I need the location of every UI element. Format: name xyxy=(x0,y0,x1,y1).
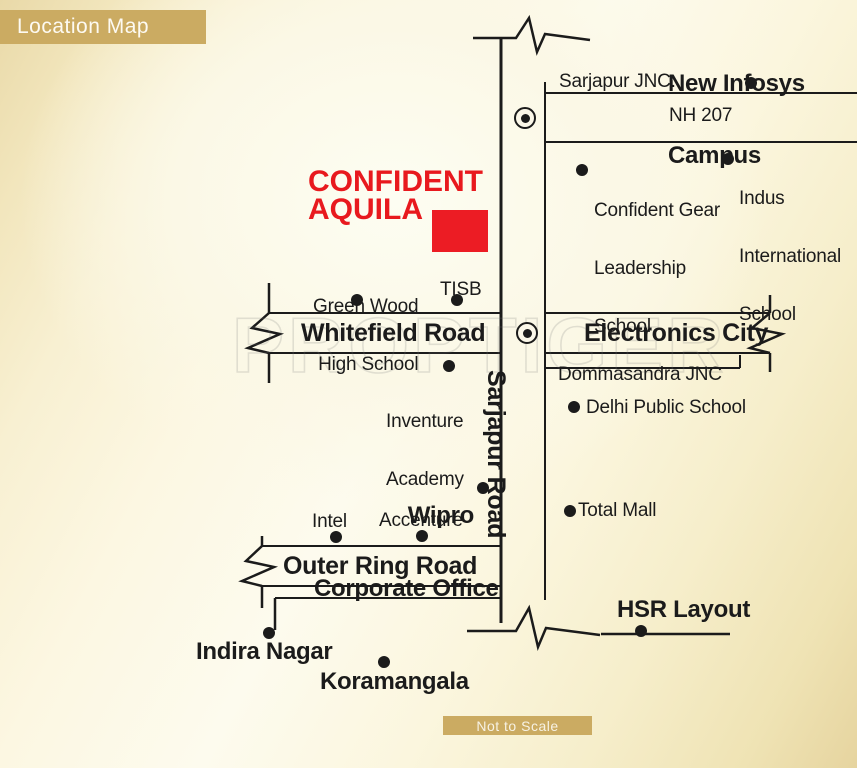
label-nh-207: NH 207 xyxy=(669,105,733,126)
label-inventure-academy: Inventure Academy xyxy=(386,410,464,490)
dot-hsr-layout xyxy=(635,625,647,637)
dot-intel xyxy=(330,531,342,543)
dot-green-wood-high-school xyxy=(351,294,363,306)
label-accenture: Accenture xyxy=(379,510,463,531)
label-outer-ring-road: Outer Ring Road xyxy=(283,552,478,580)
label-dommasandra-jnc: Dommasandra JNC xyxy=(558,364,722,385)
dot-confident-gear-school xyxy=(576,164,588,176)
label-koramangala: Koramangala xyxy=(320,668,469,695)
label-indus-international-school: Indus International School xyxy=(739,187,841,325)
dot-indira-nagar xyxy=(263,627,275,639)
dot-koramangala xyxy=(378,656,390,668)
label-confident-gear-leadership-school: Confident Gear Leadership School xyxy=(594,199,721,337)
junction-marker-whitefield-sarjapur xyxy=(516,322,538,344)
label-whitefield-road: Whitefield Road xyxy=(301,319,486,347)
label-green-wood-high-school: Green Wood High School xyxy=(313,295,419,375)
label-sarjapur-road: Sarjapur Road xyxy=(482,370,510,539)
dot-indus-international-school xyxy=(722,153,734,165)
label-indira-nagar: Indira Nagar xyxy=(196,638,333,665)
label-new-infosys-campus: New Infosys Campus xyxy=(668,70,805,169)
dot-tisb xyxy=(451,294,463,306)
dot-total-mall xyxy=(564,505,576,517)
dot-inventure-academy xyxy=(443,360,455,372)
not-to-scale-banner: Not to Scale xyxy=(443,716,592,735)
project-name-line1: CONFIDENT xyxy=(308,165,483,198)
junction-marker-sarjapur-nh207 xyxy=(514,107,536,129)
label-electronics-city: Electronics City xyxy=(584,319,769,347)
dot-new-infosys-campus xyxy=(745,77,757,89)
label-hsr-layout: HSR Layout xyxy=(617,596,751,623)
dot-delhi-public-school xyxy=(568,401,580,413)
dot-wipro-corporate-office xyxy=(477,482,489,494)
label-delhi-public-school: Delhi Public School xyxy=(586,397,746,418)
project-name-label: CONFIDENT AQUILA xyxy=(308,165,483,226)
label-intel: Intel xyxy=(312,511,347,532)
label-total-mall: Total Mall xyxy=(578,500,657,521)
project-name-line2: AQUILA xyxy=(308,192,423,226)
label-sarjapur-jnc: Sarjapur JNC. xyxy=(559,71,676,92)
label-wipro-corporate-office: Wipro Corporate Office xyxy=(314,501,499,603)
dot-accenture xyxy=(416,530,428,542)
location-map-title-banner: Location Map xyxy=(0,10,206,44)
project-location-marker xyxy=(432,210,488,252)
label-tisb: TISB xyxy=(440,279,482,300)
